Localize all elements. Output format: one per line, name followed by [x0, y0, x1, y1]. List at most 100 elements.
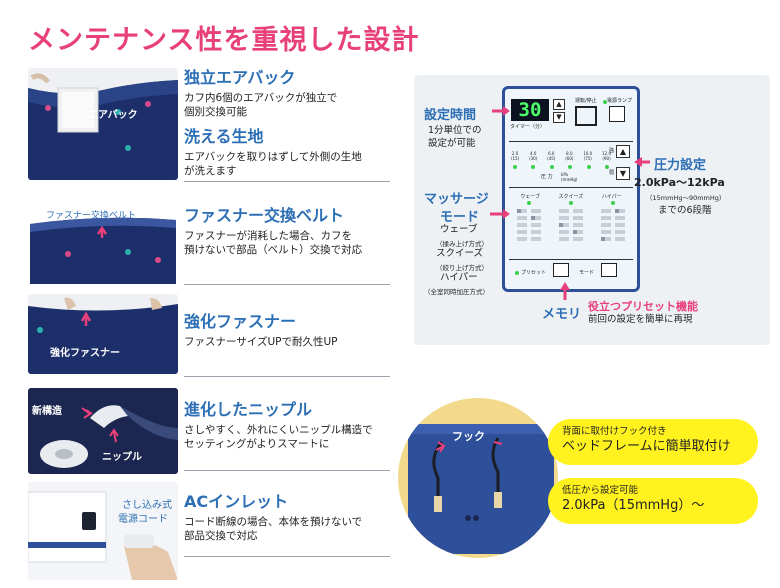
pressure-down-label: 弱 — [609, 170, 615, 176]
pressure-level-3: 6.0 (45) — [547, 151, 556, 161]
reinforced-fastener-photo: 強化ファスナー — [28, 294, 178, 374]
mode-callout-wave: ウェーブ — [440, 224, 478, 235]
feature-title: ACインレット — [184, 492, 289, 511]
divider — [184, 284, 390, 285]
feature-title: 洗える生地 — [184, 127, 264, 146]
preset-indicator — [515, 271, 519, 275]
air-bag-photo-label: エアバック — [88, 110, 138, 121]
divider — [184, 470, 390, 471]
mode-callout-title2: モード — [440, 210, 480, 225]
feature-desc: エアバックを取りはずして外側の生地 が洗えます — [184, 151, 362, 177]
pressure-level-6: 12.0 (90) — [602, 151, 611, 161]
mode-pattern-grid — [517, 201, 625, 241]
pressure-label: 圧 力 — [541, 174, 553, 180]
timer-callout-sub1: 1分単位での — [428, 125, 482, 136]
memory-button[interactable] — [553, 263, 569, 277]
pressure-callout-title: 圧力設定 — [654, 158, 707, 173]
section-divider — [509, 259, 633, 260]
divider — [184, 556, 390, 557]
fastener-belt-photo: ファスナー交換ベルト — [28, 200, 178, 286]
feature-ac-inlet: さし込み式 電源コード ACインレット コード断線の場合、本体を預けないで 部品… — [28, 482, 390, 582]
mode-button[interactable] — [601, 263, 617, 277]
page-title: メンテナンス性を重視した設計 — [28, 25, 420, 56]
low-pressure-pill-small: 低圧から設定可能 — [562, 485, 639, 496]
pressure-up-button[interactable]: ▲ — [616, 145, 630, 158]
ac-inlet-photo-label-cord: 電源コード — [118, 514, 168, 525]
timer-label: タイマー（分） — [510, 124, 546, 130]
power-lamp-button[interactable] — [609, 106, 625, 122]
preset-callout-sub: 前回の設定を簡単に再現 — [588, 314, 693, 325]
hook-pill: 背面に取付けフック付き ベッドフレームに簡単取付け — [548, 419, 758, 465]
section-divider — [509, 187, 633, 188]
pressure-led — [568, 165, 573, 169]
ac-inlet-photo: さし込み式 電源コード — [28, 482, 178, 580]
feature-fastener-belt: ファスナー交換ベルト ファスナー交換ベルト ファスナーが消耗した場合、カフを 預… — [28, 200, 390, 290]
pressure-level-2: 4.0 (30) — [529, 151, 538, 161]
controller-unit: 30 タイマー（分） ▲ ▼ 運転/停止 電源ランプ 2.0 (15) 4.0 … — [502, 86, 640, 292]
preset-callout-title: 役立つプリセット機能 — [588, 300, 698, 313]
feature-desc: コード断線の場合、本体を預けないで 部品交換で対応 — [184, 516, 363, 542]
mode-callout-hyper: ハイパー — [440, 272, 478, 283]
mode-label-squeeze: スクイーズ — [558, 194, 584, 200]
feature-title: ファスナー交換ベルト — [184, 206, 345, 225]
fastener-belt-photo-label: ファスナー交換ベルト — [46, 211, 137, 221]
pressure-callout-mmhg: （15mmHg〜90mmHg） — [646, 194, 726, 202]
low-pressure-pill-big: 2.0kPa（15mmHg）〜 — [562, 498, 705, 513]
feature-reinforced-fastener: 強化ファスナー 強化ファスナー ファスナーサイズUPで耐久性UP — [28, 294, 390, 384]
pressure-unit-label: kPa (mmHg) — [561, 172, 578, 182]
divider — [184, 181, 390, 182]
pressure-led — [513, 165, 517, 169]
memory-callout: メモリ — [542, 307, 582, 322]
pressure-level-4: 8.0 (60) — [565, 151, 574, 161]
pressure-led — [586, 165, 591, 169]
power-lamp-label: 電源ランプ — [607, 98, 632, 104]
feature-desc: ファスナーが消耗した場合、カフを 預けないで部品（ベルト）交換で対応 — [184, 230, 363, 256]
nipple-photo-label-new: 新構造 — [32, 406, 62, 417]
pressure-level-5: 10.0 (75) — [583, 151, 593, 161]
reinforced-fastener-photo-label: 強化ファスナー — [50, 348, 120, 359]
timer-down-button[interactable]: ▼ — [553, 112, 565, 123]
feature-title: 独立エアバック — [184, 68, 296, 87]
nipple-illustration — [40, 405, 178, 468]
run-stop-label: 運転/停止 — [575, 98, 597, 104]
ac-inlet-photo-label-plug: さし込み式 — [122, 500, 172, 511]
air-bag-photo: エアバック — [28, 68, 178, 180]
low-pressure-pill: 低圧から設定可能 2.0kPa（15mmHg）〜 — [548, 478, 758, 524]
run-stop-button[interactable] — [575, 106, 597, 126]
feature-nipple: 新構造 ニップル 進化したニップル さしやすく、外れにくいニップル構造で セッテ… — [28, 388, 390, 478]
timer-up-button[interactable]: ▲ — [553, 99, 565, 110]
mode-callout-wave-sub: （揉み上げ方式） — [436, 240, 488, 248]
cuff-open-illustration — [28, 73, 178, 180]
feature-desc: カフ内6個のエアバックが独立で 個別交換可能 — [184, 92, 338, 118]
triangle-up-icon: ▲ — [556, 100, 562, 108]
pressure-callout-steps: までの6段階 — [658, 205, 712, 216]
pressure-indicator-row — [513, 165, 609, 169]
mode-button-label: モード — [579, 270, 595, 276]
preset-label: プリセット — [521, 270, 547, 276]
triangle-down-icon: ▼ — [619, 169, 627, 178]
hook-pill-big: ベッドフレームに簡単取付け — [562, 439, 731, 454]
mode-label-wave: ウェーブ — [520, 194, 540, 200]
pressure-down-button[interactable]: ▼ — [616, 167, 630, 180]
timer-display: 30 — [511, 99, 549, 121]
pressure-up-label: 強 — [609, 148, 615, 154]
feature-title: 進化したニップル — [184, 400, 313, 419]
cuff-fastener-illustration — [28, 297, 178, 374]
nipple-photo-label: ニップル — [102, 452, 142, 463]
hook-photo: フック — [398, 398, 558, 558]
timer-callout-sub2: 設定が可能 — [428, 138, 476, 149]
feature-title: 強化ファスナー — [184, 312, 297, 331]
cuff-belt-illustration — [30, 217, 176, 284]
section-divider — [509, 141, 633, 142]
triangle-up-icon: ▲ — [619, 147, 627, 156]
feature-air-bag: エアバック 独立エアバック カフ内6個のエアバックが独立で 個別交換可能 洗える… — [28, 68, 390, 184]
nipple-photo: 新構造 ニップル — [28, 388, 178, 474]
mode-callout-squeeze: スクイーズ — [436, 248, 484, 259]
triangle-down-icon: ▼ — [556, 113, 562, 121]
mode-label-hyper: ハイパー — [601, 194, 622, 200]
pressure-level-1: 2.0 (15) — [511, 151, 520, 161]
hook-illustration — [408, 424, 554, 554]
mode-callout-squeeze-sub: （絞り上げ方式） — [436, 264, 488, 272]
timer-callout-title: 設定時間 — [424, 108, 477, 123]
hook-label: フック — [452, 430, 485, 443]
